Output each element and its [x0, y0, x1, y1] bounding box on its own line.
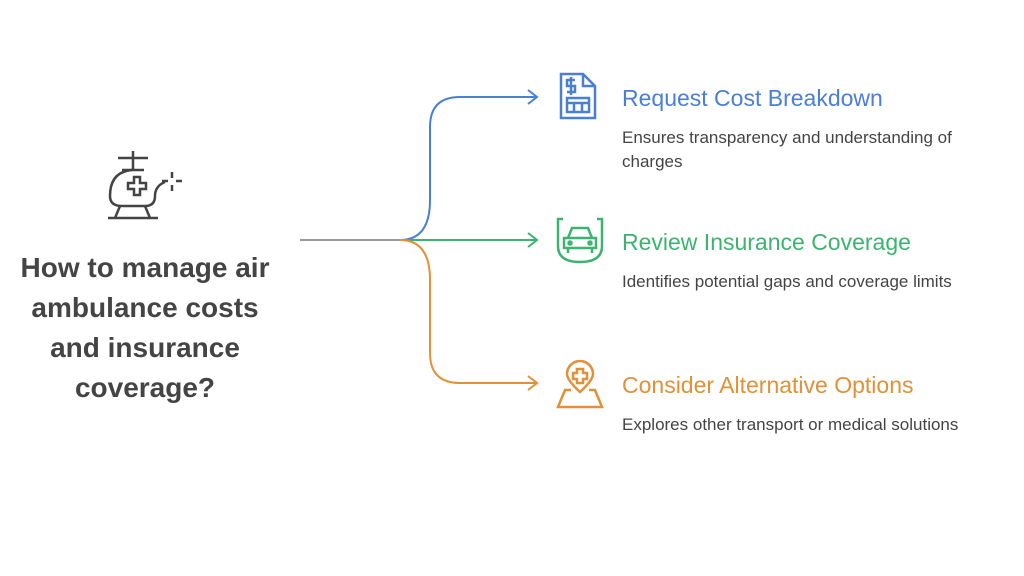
- map-pin-icon: [556, 360, 604, 409]
- branch-orange: [399, 239, 536, 384]
- invoice-icon: [559, 72, 597, 120]
- question-title: How to manage air ambulance costs and in…: [20, 252, 270, 403]
- arrow-orange: [527, 375, 539, 391]
- arrow-blue: [527, 89, 539, 105]
- branch-item-insurance: Review Insurance Coverage Identifies pot…: [622, 228, 992, 294]
- helicopter-icon: [108, 151, 182, 220]
- branch-title: Review Insurance Coverage: [622, 229, 911, 255]
- branch-blue: [399, 96, 536, 241]
- branch-title: Consider Alternative Options: [622, 372, 914, 398]
- arrow-green: [527, 232, 539, 248]
- branch-description: Identifies potential gaps and coverage l…: [622, 272, 952, 291]
- branch-description: Explores other transport or medical solu…: [622, 415, 959, 434]
- branch-item-cost: Request Cost Breakdown Ensures transpare…: [622, 84, 992, 174]
- branch-description: Ensures transparency and understanding o…: [622, 128, 952, 171]
- car-shield-icon: [556, 217, 604, 264]
- branch-item-alternatives: Consider Alternative Options Explores ot…: [622, 371, 992, 437]
- branch-title: Request Cost Breakdown: [622, 85, 883, 111]
